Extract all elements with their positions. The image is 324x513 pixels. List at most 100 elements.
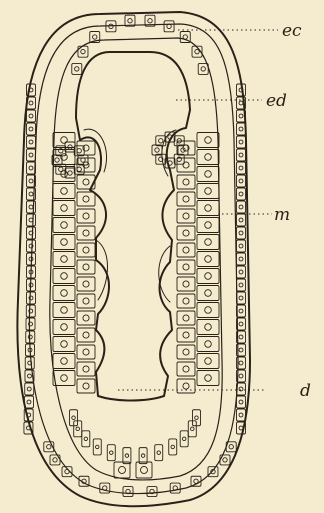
cell-nucleus	[205, 307, 212, 314]
ectoderm-cell	[237, 188, 246, 200]
cell-nucleus	[205, 137, 212, 144]
ectoderm-cell	[237, 292, 246, 304]
cell-nucleus	[29, 192, 33, 196]
cell-nucleus	[239, 283, 243, 287]
cell-nucleus	[29, 101, 33, 105]
cell-nucleus	[65, 469, 69, 473]
endoderm-cell	[177, 362, 195, 376]
cell-nucleus	[61, 188, 68, 195]
cell-nucleus	[239, 101, 243, 105]
cell-nucleus	[27, 387, 31, 391]
cell-nucleus	[47, 445, 51, 449]
cell-nucleus	[205, 222, 212, 229]
cell-nucleus	[239, 231, 243, 235]
cell-nucleus	[83, 366, 89, 372]
endoderm-cell	[180, 431, 188, 447]
endoderm-cell	[123, 448, 131, 464]
cell-nucleus	[93, 35, 97, 39]
endoderm-cell	[177, 209, 195, 223]
cell-nucleus	[83, 332, 89, 338]
ectoderm-cell	[237, 396, 246, 408]
endoderm-cell	[77, 294, 95, 308]
cell-nucleus	[83, 281, 89, 287]
label-ed: ed	[266, 91, 287, 111]
cell-nucleus	[239, 192, 243, 196]
endoderm-cell	[53, 201, 75, 216]
cell-nucleus	[183, 196, 189, 202]
label-m: m	[274, 205, 290, 225]
ectoderm-cell	[147, 487, 157, 497]
endoderm-cell	[53, 371, 75, 386]
cell-nucleus	[81, 49, 85, 53]
ectoderm-cell	[237, 123, 246, 135]
cell-nucleus	[194, 479, 198, 483]
endoderm-cell	[197, 354, 219, 369]
ectoderm-cell	[27, 214, 36, 226]
cell-nucleus	[183, 213, 189, 219]
cell-nucleus	[28, 374, 32, 378]
endoderm-cell	[197, 337, 219, 352]
cell-nucleus	[61, 256, 68, 263]
cell-nucleus	[83, 383, 89, 389]
endoderm-cell	[77, 362, 95, 376]
cell-nucleus	[68, 145, 72, 149]
cell-nucleus	[239, 400, 243, 404]
cell-nucleus	[61, 375, 68, 382]
endoderm-cell	[53, 337, 75, 352]
cell-nucleus	[201, 67, 205, 71]
cell-nucleus	[205, 341, 212, 348]
cell-nucleus	[29, 218, 33, 222]
cell-nucleus	[205, 171, 212, 178]
cell-nucleus	[239, 140, 243, 144]
ectoderm-cell	[237, 305, 246, 317]
cell-nucleus	[183, 281, 189, 287]
cell-nucleus	[239, 127, 243, 131]
endoderm-cell	[53, 235, 75, 250]
outer-ectoderm-outline	[17, 12, 250, 506]
cell-nucleus	[183, 315, 189, 321]
endoderm-cell	[177, 328, 195, 342]
ectoderm-cell	[198, 63, 208, 74]
cell-nucleus	[239, 361, 243, 365]
ectoderm-cell	[237, 279, 246, 291]
cell-nucleus	[229, 445, 233, 449]
endoderm-cell	[177, 158, 195, 172]
endoderm-cell	[177, 226, 195, 240]
endoderm-cell	[197, 235, 219, 250]
cell-nucleus	[205, 358, 212, 365]
cell-nucleus	[205, 205, 212, 212]
cell-nucleus	[125, 454, 129, 458]
cell-nucleus	[77, 167, 81, 171]
cell-nucleus	[83, 213, 89, 219]
cell-nucleus	[140, 466, 147, 473]
endoderm-cell	[77, 192, 95, 206]
cell-nucleus	[83, 179, 89, 185]
endoderm-cell	[197, 303, 219, 318]
cell-nucleus	[183, 35, 187, 39]
endoderm-cell	[197, 218, 219, 233]
ectoderm-cell	[164, 21, 174, 32]
cell-nucleus	[205, 290, 212, 297]
cell-nucleus	[29, 153, 33, 157]
mesoderm-cell	[174, 154, 184, 164]
cell-nucleus	[61, 222, 68, 229]
ectoderm-cell	[208, 467, 218, 477]
endoderm-cell	[197, 320, 219, 335]
cell-nucleus	[205, 256, 212, 263]
cell-nucleus	[148, 19, 152, 23]
cell-nucleus	[239, 309, 243, 313]
cell-nucleus	[83, 230, 89, 236]
ectoderm-cell	[27, 136, 36, 148]
cell-nucleus	[83, 315, 89, 321]
endoderm-cell	[139, 448, 147, 464]
endoderm-cell	[53, 218, 75, 233]
ectoderm-cell	[237, 253, 246, 265]
endoderm-cell	[53, 303, 75, 318]
cell-nucleus	[28, 335, 32, 339]
endoderm-cell	[77, 328, 95, 342]
cell-nucleus	[61, 273, 68, 280]
cell-nucleus	[141, 454, 145, 458]
ectoderm-cell	[27, 149, 36, 161]
cell-nucleus	[68, 171, 72, 175]
basal-cell	[114, 462, 130, 478]
